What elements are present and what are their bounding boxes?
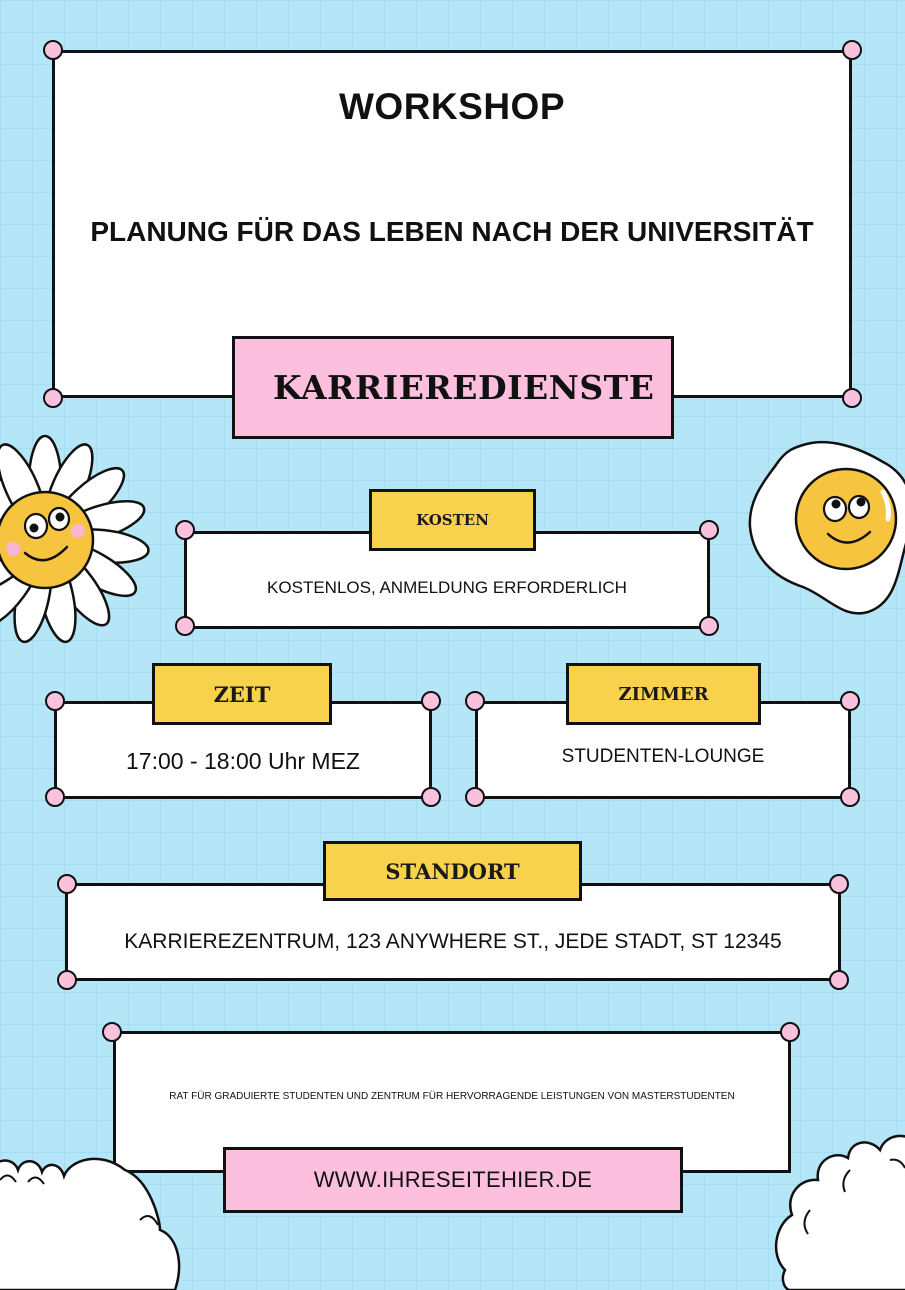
- corner-dot: [699, 520, 719, 540]
- time-label: ZEIT: [152, 663, 332, 725]
- corner-dot: [421, 787, 441, 807]
- corner-dot: [57, 970, 77, 990]
- room-label-text: ZIMMER: [618, 683, 709, 705]
- fried-egg-smiley-icon: [748, 441, 905, 615]
- room-label: ZIMMER: [566, 663, 761, 725]
- corner-dot: [465, 787, 485, 807]
- corner-dot: [57, 874, 77, 894]
- corner-dot: [699, 616, 719, 636]
- hosts-text: RAT FÜR GRADUIERTE STUDENTEN UND ZENTRUM…: [169, 1091, 735, 1102]
- cost-label-text: KOSTEN: [416, 511, 489, 529]
- organizer-badge-label: KARRIEREDIENSTE: [273, 368, 655, 407]
- corner-dot: [780, 1022, 800, 1042]
- corner-dot: [43, 388, 63, 408]
- corner-dot: [829, 970, 849, 990]
- page-title: PLANUNG FÜR DAS LEBEN NACH DER UNIVERSIT…: [90, 216, 814, 247]
- location-label-text: STANDORT: [385, 858, 520, 884]
- location-box: KARRIEREZENTRUM, 123 ANYWHERE ST., JEDE …: [65, 883, 841, 981]
- corner-dot: [842, 40, 862, 60]
- organizer-badge: KARRIEREDIENSTE: [232, 336, 674, 439]
- corner-dot: [45, 787, 65, 807]
- cost-label: KOSTEN: [369, 489, 536, 551]
- corner-dot: [465, 691, 485, 711]
- cloud-icon: [0, 1157, 181, 1290]
- corner-dot: [102, 1022, 122, 1042]
- corner-dot: [175, 616, 195, 636]
- location-value: KARRIEREZENTRUM, 123 ANYWHERE ST., JEDE …: [124, 930, 782, 953]
- corner-dot: [421, 691, 441, 711]
- corner-dot: [829, 874, 849, 894]
- website-link[interactable]: WWW.IHRESEITEHIER.DE: [223, 1147, 683, 1213]
- corner-dot: [45, 691, 65, 711]
- location-label: STANDORT: [323, 841, 582, 901]
- corner-dot: [840, 787, 860, 807]
- corner-dot: [840, 691, 860, 711]
- website-text[interactable]: WWW.IHRESEITEHIER.DE: [313, 1167, 593, 1192]
- daisy-smiley-icon: [0, 434, 150, 644]
- corner-dot: [842, 388, 862, 408]
- cloud-icon: [774, 1134, 905, 1290]
- corner-dot: [43, 40, 63, 60]
- room-value: STUDENTEN-LOUNGE: [561, 746, 765, 767]
- time-value: 17:00 - 18:00 Uhr MEZ: [126, 748, 360, 774]
- time-label-text: ZEIT: [213, 681, 271, 707]
- workshop-eyebrow: WORKSHOP: [339, 86, 565, 127]
- cost-value: KOSTENLOS, ANMELDUNG ERFORDERLICH: [267, 578, 627, 597]
- corner-dot: [175, 520, 195, 540]
